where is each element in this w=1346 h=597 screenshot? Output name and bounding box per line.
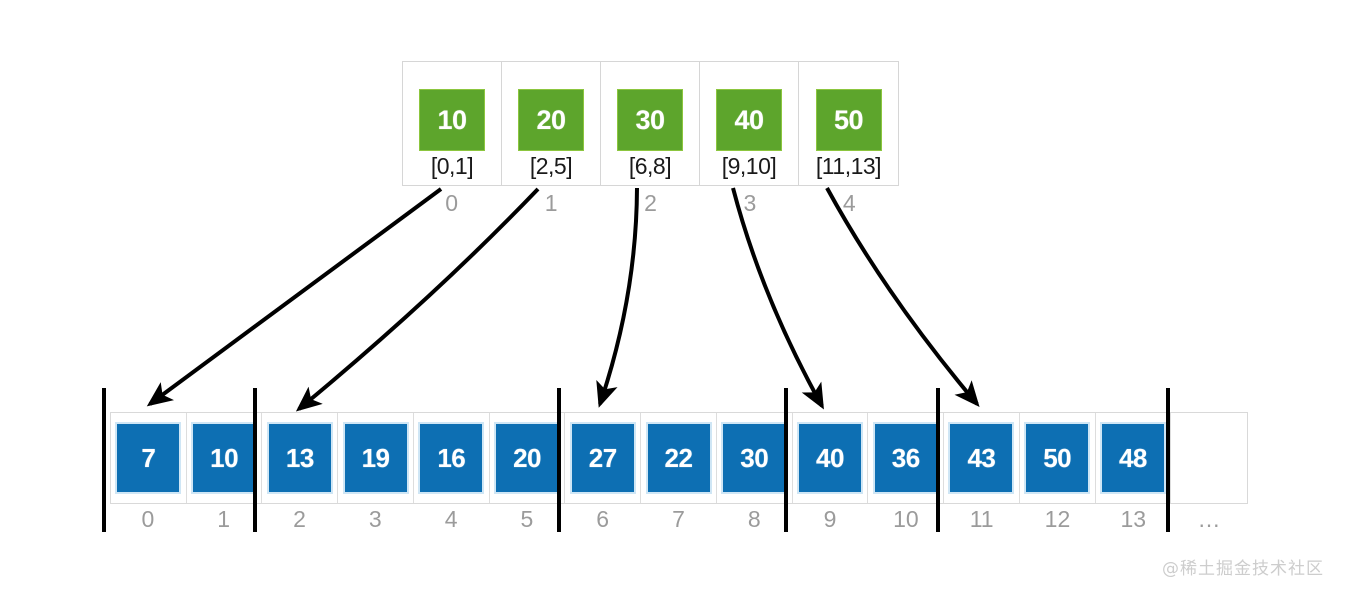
data-cell-value: 50 — [1024, 422, 1091, 494]
data-cell-value: 40 — [796, 422, 863, 494]
data-cell-value: 7 — [115, 422, 182, 494]
data-cell-10[interactable]: 36 — [868, 413, 945, 503]
data-cell-13[interactable]: 48 — [1095, 413, 1172, 503]
data-cell-6[interactable]: 27 — [565, 413, 642, 503]
index-block-value: 50 — [815, 89, 882, 151]
data-cell-1[interactable]: 10 — [186, 413, 263, 503]
data-cell-value: 19 — [342, 422, 409, 494]
data-cell-value: 48 — [1099, 422, 1166, 494]
index-block-3[interactable]: 40[9,10] — [700, 62, 799, 185]
data-cell-empty[interactable] — [1171, 413, 1248, 503]
index-block-range: [9,10] — [721, 153, 777, 179]
data-cell-value: 43 — [948, 422, 1015, 494]
index-block-number-labels: 0 1 2 3 4 — [402, 192, 899, 222]
data-cell-number-2: 2 — [293, 506, 306, 532]
index-block-value: 30 — [617, 89, 683, 151]
index-block-value: 10 — [419, 89, 485, 151]
data-cell-number-11: 11 — [969, 506, 994, 532]
data-cell-value: 27 — [569, 422, 636, 494]
data-cell-number-6: 6 — [596, 506, 610, 532]
data-cell-number-…: … — [1197, 506, 1221, 532]
index-block-range: [2,5] — [529, 153, 573, 179]
data-cell-number-13: 13 — [1120, 506, 1147, 532]
divider-block-3-start — [784, 388, 788, 532]
data-cell-5[interactable]: 20 — [489, 413, 566, 503]
arrow-index-1-to-data-2 — [295, 187, 540, 412]
divider-block-2-start — [557, 388, 561, 532]
data-cell-0[interactable]: 7 — [111, 413, 187, 503]
data-cell-9[interactable]: 40 — [792, 413, 869, 503]
index-block-number-4: 4 — [842, 190, 856, 216]
data-cell-7[interactable]: 22 — [641, 413, 717, 503]
data-cell-11[interactable]: 43 — [944, 413, 1020, 503]
index-block-range: [0,1] — [430, 153, 474, 179]
data-cell-value — [1176, 422, 1242, 494]
data-cell-3[interactable]: 19 — [338, 413, 414, 503]
index-block-0[interactable]: 10[0,1] — [403, 62, 502, 185]
divider-block-0-start — [102, 388, 106, 532]
divider-block-1-start — [253, 388, 257, 532]
index-block-1[interactable]: 20[2,5] — [502, 62, 601, 185]
data-cell-4[interactable]: 16 — [413, 413, 490, 503]
data-cell-12[interactable]: 50 — [1019, 413, 1096, 503]
data-cell-8[interactable]: 30 — [716, 413, 793, 503]
data-cell-number-7: 7 — [672, 506, 685, 532]
index-block-range: [6,8] — [628, 153, 672, 179]
index-block-value: 20 — [518, 89, 584, 151]
data-cell-number-10: 10 — [893, 506, 919, 532]
data-cell-value: 30 — [721, 422, 788, 494]
data-cell-number-4: 4 — [444, 506, 458, 532]
data-cell-number-9: 9 — [823, 506, 837, 532]
data-cell-number-12: 12 — [1044, 506, 1071, 532]
data-cell-value: 36 — [872, 422, 939, 494]
index-block-4[interactable]: 50[11,13] — [799, 62, 898, 185]
data-cell-value: 10 — [191, 422, 258, 494]
divider-block-4-end — [1166, 388, 1170, 532]
data-cell-number-1: 1 — [217, 506, 231, 532]
data-cell-2[interactable]: 13 — [262, 413, 339, 503]
index-block-2[interactable]: 30[6,8] — [601, 62, 700, 185]
index-block-number-2: 2 — [644, 190, 657, 216]
data-cell-value: 13 — [266, 422, 333, 494]
index-block-range: [11,13] — [815, 153, 882, 179]
arrow-index-0-to-data-0 — [146, 187, 443, 407]
watermark-text: @稀土掘金技术社区 — [1162, 559, 1324, 579]
data-cell-value: 16 — [418, 422, 485, 494]
data-cell-number-8: 8 — [747, 506, 761, 532]
data-cell-value: 22 — [645, 422, 712, 494]
index-block-number-3: 3 — [743, 190, 757, 216]
data-cell-number-0: 0 — [141, 506, 155, 532]
index-block-row: 10[0,1]20[2,5]30[6,8]40[9,10]50[11,13] — [402, 61, 899, 186]
data-cell-value: 20 — [494, 422, 561, 494]
index-block-number-0: 0 — [445, 190, 459, 216]
data-cell-number-3: 3 — [368, 506, 382, 532]
index-block-value: 40 — [716, 89, 782, 151]
data-cell-number-5: 5 — [520, 506, 534, 532]
index-block-number-1: 1 — [544, 190, 558, 216]
divider-block-4-start — [936, 388, 940, 532]
